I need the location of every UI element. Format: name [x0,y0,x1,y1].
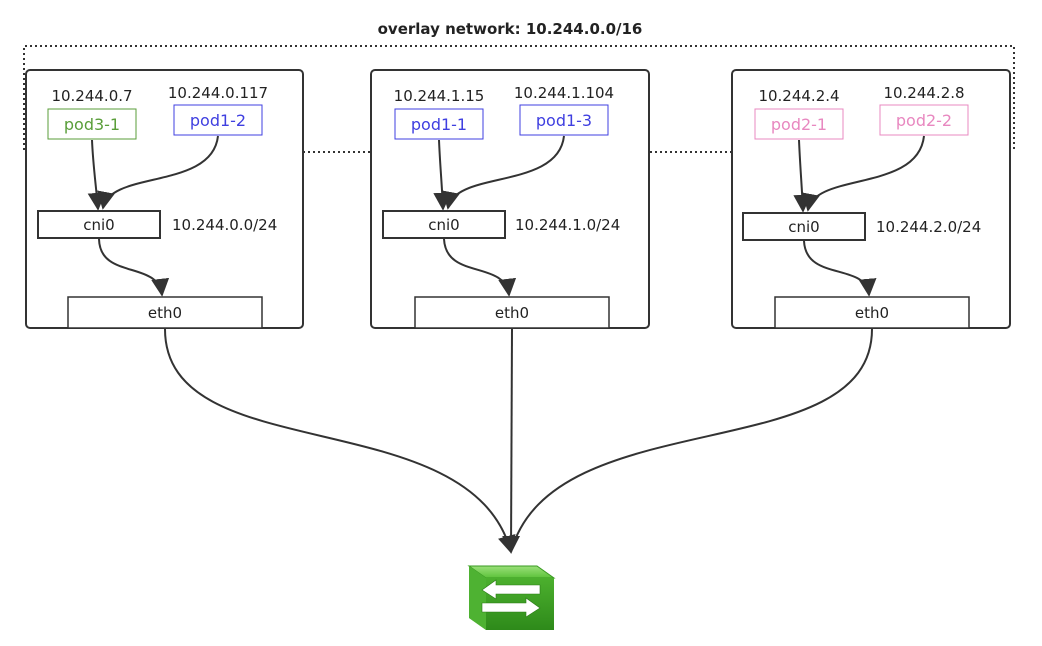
node-2-pod-2-box[interactable] [519,104,609,136]
node-1-eth0-label: eth0 [148,304,182,322]
node-3-pod-1-box[interactable] [754,108,844,140]
node-1-subnet: 10.244.0.0/24 [172,216,277,234]
uplink-node-2 [502,328,521,554]
node-2-pod-1-ip: 10.244.1.15 [394,87,485,105]
uplink-node-1 [164,328,516,554]
node-1-pod-2-box[interactable] [173,104,263,136]
node-1-eth0-interface[interactable] [67,296,263,329]
node-3-pod-1-label: pod2-1 [771,115,827,134]
overlay-network-boundary [23,45,1015,153]
node-2-cni0-label: cni0 [428,216,459,234]
node-2-pod-1-box[interactable] [394,108,484,140]
node-3-pod-2-ip: 10.244.2.8 [883,84,964,102]
node-3-pod-2-label: pod2-2 [896,111,952,130]
node-3: 10.244.2.4 pod2-1 10.244.2.8 pod2-2 cni0… [731,69,1011,329]
node-2-links [433,135,565,297]
node-3-eth0-interface[interactable] [774,296,970,329]
switch-arrows-icon [481,579,541,618]
node-2-eth0-label: eth0 [495,304,529,322]
node-1-pod-1-ip: 10.244.0.7 [51,87,132,105]
node-3-links [793,135,925,297]
node-3-pod-1-ip: 10.244.2.4 [758,87,839,105]
node-1-cni0-bridge[interactable] [37,210,161,239]
node-1-cni0-label: cni0 [83,216,114,234]
node-3-eth0-label: eth0 [855,304,889,322]
node-2-pod-1-label: pod1-1 [411,115,467,134]
uplink-node-3 [510,328,873,553]
node-2: 10.244.1.15 pod1-1 10.244.1.104 pod1-3 c… [370,69,650,329]
node-2-cni0-bridge[interactable] [382,210,506,239]
overlay-network-title: overlay network: 10.244.0.0/16 [378,20,643,38]
node-3-cni0-label: cni0 [788,218,819,236]
uplink-links [164,328,873,554]
node-3-pod-2-box[interactable] [879,104,969,136]
node-3-cni0-bridge[interactable] [742,212,866,241]
node-2-subnet: 10.244.1.0/24 [515,216,620,234]
node-1-links [87,135,219,297]
node-2-pod-2-label: pod1-3 [536,111,592,130]
node-1-pod-2-label: pod1-2 [190,111,246,130]
node-2-eth0-interface[interactable] [414,296,610,329]
node-1-pod-1-box[interactable] [47,108,137,140]
node-3-subnet: 10.244.2.0/24 [876,218,981,236]
node-1-pod-2-ip: 10.244.0.117 [168,84,268,102]
node-1-pod-1-label: pod3-1 [64,115,120,134]
node-2-pod-2-ip: 10.244.1.104 [514,84,614,102]
network-switch-icon[interactable] [467,565,556,630]
node-1: 10.244.0.7 pod3-1 10.244.0.117 pod1-2 cn… [25,69,304,329]
